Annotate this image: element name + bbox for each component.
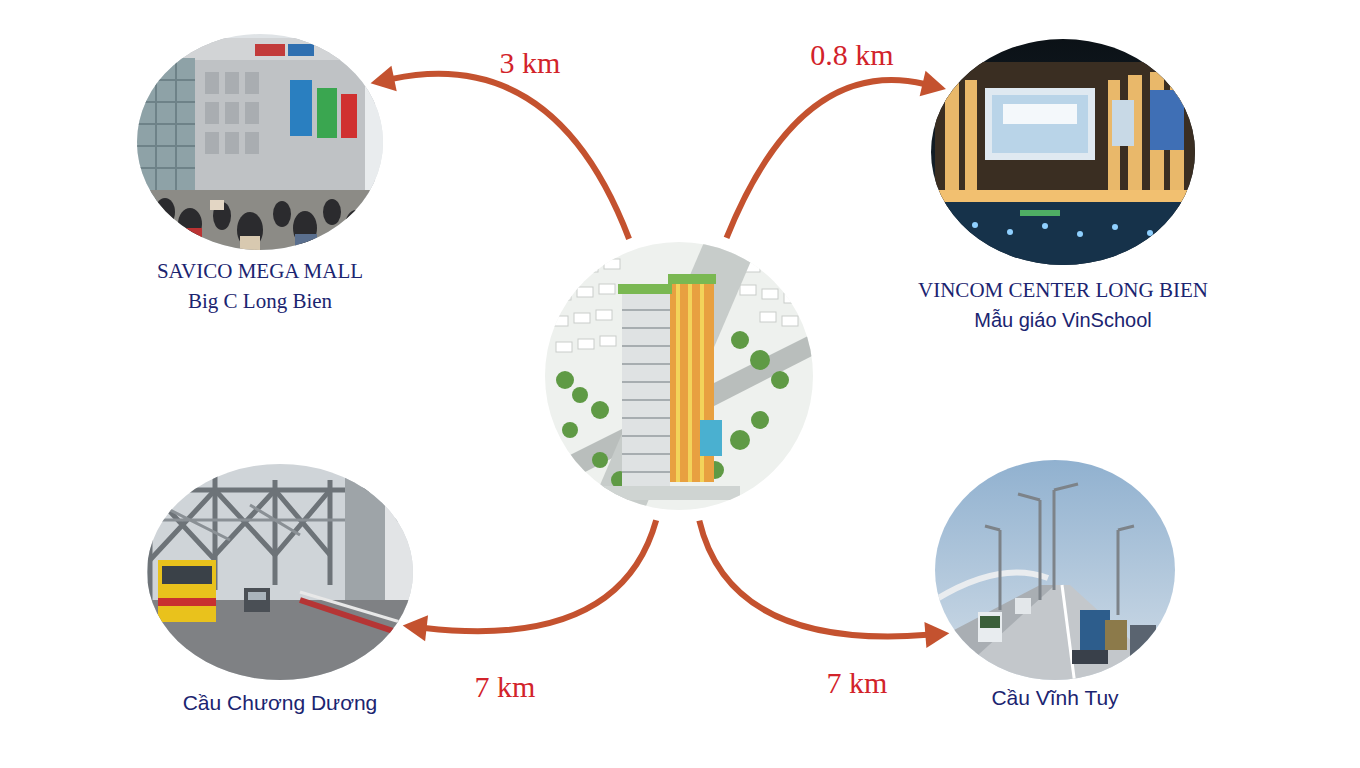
photo-frame xyxy=(931,39,1195,265)
vincom-location: VINCOM CENTER LONG BIENMẫu giáo VinSchoo… xyxy=(918,39,1208,335)
distance-label: 7 km xyxy=(471,670,540,704)
place-subtitle: Big C Long Bien xyxy=(188,286,332,316)
arrow-curve xyxy=(699,521,927,637)
arrow-head xyxy=(924,622,949,648)
distance-label: 3 km xyxy=(496,46,565,80)
project-rendering xyxy=(540,238,820,520)
place-subtitle: Mẫu giáo VinSchool xyxy=(974,305,1152,335)
arrow-curve xyxy=(425,520,657,631)
arrow-curve xyxy=(727,80,925,238)
distance-label: 0.8 km xyxy=(806,38,897,72)
highway-photo xyxy=(930,455,1180,685)
arrow-curve xyxy=(392,74,629,239)
photo-frame xyxy=(935,460,1175,680)
place-name: Cầu Vĩnh Tuy xyxy=(991,683,1118,713)
bridge-location: Cầu Vĩnh Tuy xyxy=(935,460,1175,713)
photo-frame xyxy=(147,464,413,680)
distance-arrow xyxy=(403,520,656,641)
arrow-head xyxy=(403,615,428,641)
vincom-photo xyxy=(925,35,1205,272)
photo-frame xyxy=(137,34,383,250)
place-name: Cầu Chương Dương xyxy=(183,688,378,718)
bridge-location: Cầu Chương Dương xyxy=(147,464,413,718)
arrow-head xyxy=(920,71,946,96)
project-center xyxy=(545,242,813,510)
distance-arrow xyxy=(699,521,949,648)
photo-frame xyxy=(545,242,813,510)
distance-arrow xyxy=(371,66,629,239)
arrow-head xyxy=(371,66,397,91)
bridge-photo xyxy=(140,460,420,690)
place-name: SAVICO MEGA MALL xyxy=(157,256,363,286)
place-name: VINCOM CENTER LONG BIEN xyxy=(918,275,1208,305)
mall-photo xyxy=(130,30,390,260)
distance-label: 7 km xyxy=(823,666,892,700)
mall-location: SAVICO MEGA MALLBig C Long Bien xyxy=(137,34,383,316)
distance-arrow xyxy=(727,71,946,238)
